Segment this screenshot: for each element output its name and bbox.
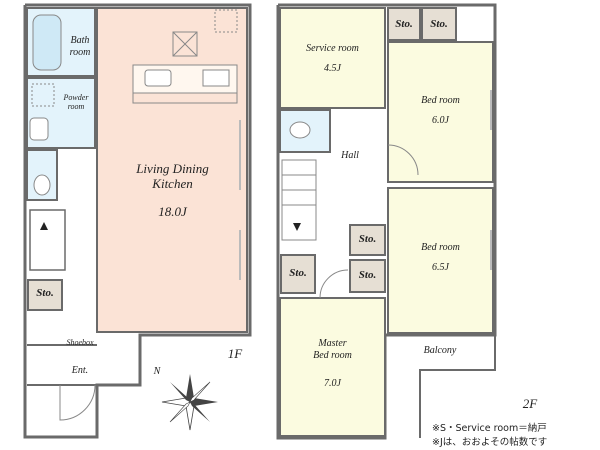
stair-arrow-up-1f xyxy=(40,222,48,230)
ldk-label: Living Dining Kitchen xyxy=(136,161,209,191)
stairs-2f xyxy=(281,159,317,241)
master-bed-room-size: 7.0J xyxy=(324,378,341,389)
compass-north-label: N xyxy=(153,366,161,377)
stair-arrow-down-2f xyxy=(293,223,301,231)
compass xyxy=(161,374,218,431)
washbasin xyxy=(29,117,49,141)
bed-room-1-label: Bed room xyxy=(421,95,460,106)
storage-2f-e-label: Sto. xyxy=(289,267,307,279)
stove xyxy=(202,69,230,87)
storage-2f-a xyxy=(387,7,421,41)
entrance-door xyxy=(59,384,96,421)
service-room-size: 4.5J xyxy=(324,63,341,74)
bed-room-2 xyxy=(387,187,494,334)
bath-room-label: Bath room xyxy=(69,35,91,58)
toilet-bowl-1f xyxy=(33,174,51,196)
hall-label: Hall xyxy=(341,150,359,161)
entrance-label: Ent. xyxy=(71,365,89,376)
stairs-1f xyxy=(29,209,66,271)
floor-1-label: 1F xyxy=(227,346,243,361)
storage-1f xyxy=(27,279,63,311)
kitchen-counter-line xyxy=(132,92,238,104)
bed-room-2-size: 6.5J xyxy=(432,262,449,273)
storage-2f-b-label: Sto. xyxy=(430,18,448,30)
storage-2f-d xyxy=(349,259,386,293)
ldk-room xyxy=(96,7,248,333)
note-service-room: ※S・Service room＝納戸 xyxy=(432,423,547,434)
storage-1f-label: Sto. xyxy=(36,287,54,299)
balcony-label: Balcony xyxy=(423,345,457,356)
bathtub xyxy=(32,14,62,71)
powder-room-label: Powder room xyxy=(63,93,89,112)
bed-room-1 xyxy=(387,41,494,183)
storage-2f-a-label: Sto. xyxy=(395,18,413,30)
kitchen-sink xyxy=(144,69,172,87)
storage-2f-d-label: Sto. xyxy=(358,269,377,281)
master-bed-room xyxy=(279,297,386,437)
storage-2f-c xyxy=(349,224,386,256)
floor-2-label: 2F xyxy=(522,396,538,411)
service-room xyxy=(279,7,386,109)
bed-room-1-size: 6.0J xyxy=(432,115,449,126)
ldk-size: 18.0J xyxy=(158,204,187,219)
fridge-space xyxy=(214,9,238,33)
pantry-box xyxy=(172,31,198,57)
note-tatami: ※Jは、おおよその帖数です xyxy=(432,437,548,448)
service-room-label: Service room xyxy=(306,43,359,54)
door-2f-master xyxy=(319,269,349,299)
storage-2f-e xyxy=(280,254,316,294)
door-2f-hall xyxy=(387,144,419,176)
master-bed-room-label: Master Bed room xyxy=(313,338,352,361)
storage-2f-c-label: Sto. xyxy=(358,233,377,245)
storage-2f-b xyxy=(421,7,457,41)
shoebox-label: Shoebox xyxy=(66,338,94,347)
washer-space xyxy=(31,83,55,107)
bed-room-2-label: Bed room xyxy=(421,242,460,253)
toilet-bowl-2f xyxy=(289,121,311,139)
